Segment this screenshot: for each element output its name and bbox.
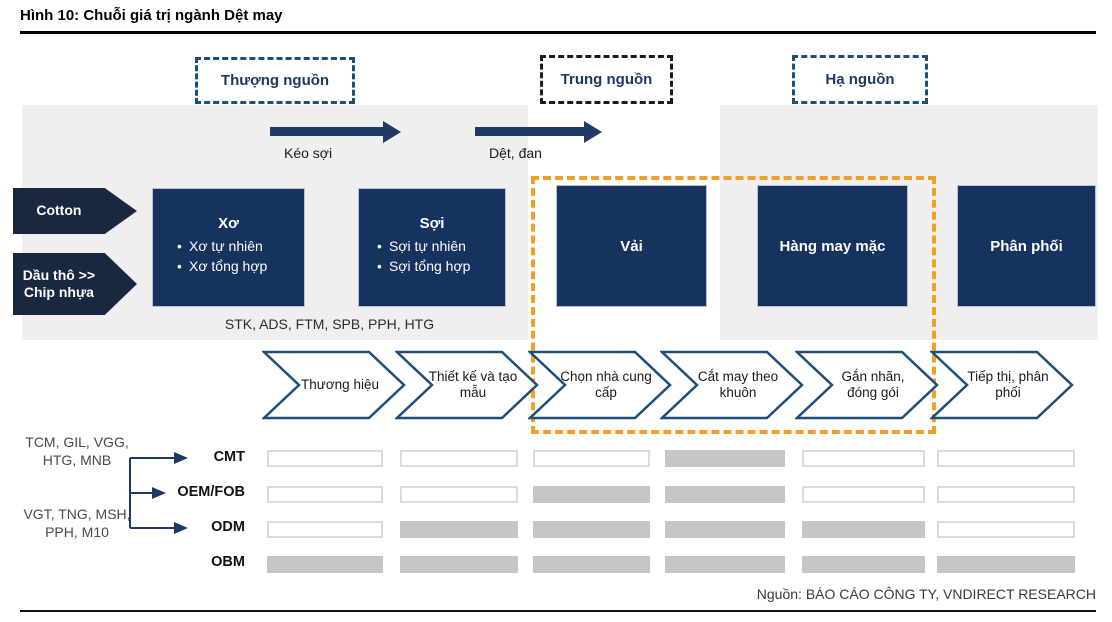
coverage-bar	[533, 556, 650, 573]
coverage-bar	[400, 450, 518, 467]
coverage-bar	[665, 486, 785, 503]
model-label-cmt: CMT	[213, 449, 245, 465]
stage-upstream: Thượng nguồn	[195, 57, 355, 104]
coverage-bar	[533, 486, 650, 503]
chevron-shape-icon	[930, 350, 1074, 420]
coverage-bar	[400, 486, 518, 503]
input-label: Cotton	[36, 202, 82, 219]
coverage-bar	[802, 486, 925, 503]
step-chevron: Cắt may theo khuôn	[660, 350, 805, 420]
model-label-odm: ODM	[211, 519, 245, 535]
step-chevron: Thương hiệu	[262, 350, 407, 420]
chevron-shape-icon	[795, 350, 939, 420]
chain-box-title: Sợi	[419, 215, 445, 232]
coverage-bar	[665, 556, 785, 573]
coverage-bar	[937, 450, 1075, 467]
step-label: Thiết kế và tạo mẫu	[428, 368, 518, 400]
model-label-oem-fob: OEM/FOB	[177, 484, 245, 500]
step-label: Chọn nhà cung cấp	[560, 368, 652, 400]
process-arrow-label: Dệt, đan	[489, 145, 542, 161]
coverage-bar	[400, 521, 518, 538]
chain-box-title: Vải	[620, 237, 643, 255]
chain-box-yarn: Sợi Sợi tự nhiên Sợi tổng hợp	[358, 188, 506, 307]
source-note: Nguồn: BÁO CÁO CÔNG TY, VNDIRECT RESEARC…	[756, 586, 1096, 602]
chain-box-fiber: Xơ Xơ tự nhiên Xơ tổng hợp	[152, 188, 305, 307]
step-chevron: Thiết kế và tạo mẫu	[395, 350, 540, 420]
coverage-bar	[267, 486, 383, 503]
coverage-bar	[937, 521, 1075, 538]
coverage-bar	[267, 450, 383, 467]
stage-midstream: Trung nguồn	[540, 55, 673, 104]
chevron-shape-icon	[262, 350, 406, 420]
chain-box-fabric: Vải	[556, 185, 707, 307]
coverage-bar	[937, 486, 1075, 503]
coverage-bar	[665, 450, 785, 467]
chain-box-distribution: Phân phối	[957, 185, 1096, 307]
step-label: Tiếp thị, phân phối	[967, 368, 1049, 400]
input-label-line2: Chip nhựa	[23, 284, 94, 300]
coverage-bar	[937, 556, 1075, 573]
coverage-bar	[533, 521, 650, 538]
upstream-tickers: STK, ADS, FTM, SPB, PPH, HTG	[224, 316, 435, 332]
chain-box-title: Xơ	[218, 215, 239, 232]
ticker-group-odm: VGT, TNG, MSH, PPH, M10	[23, 506, 131, 541]
chain-box-bullet: Xơ tự nhiên	[175, 236, 304, 257]
coverage-bar	[802, 450, 925, 467]
midstream-highlight-box	[531, 176, 936, 434]
stage-downstream: Hạ nguồn	[792, 55, 928, 104]
chain-box-bullet: Xơ tổng hợp	[175, 256, 304, 277]
chain-box-title: Phân phối	[990, 237, 1063, 255]
step-label: Gắn nhãn, đóng gói	[841, 368, 905, 400]
process-arrow-label: Kéo sợi	[284, 145, 333, 161]
step-label: Thương hiệu	[301, 376, 379, 392]
arrow-right-icon	[383, 121, 401, 143]
coverage-bar	[400, 556, 518, 573]
chevron-shape-icon	[660, 350, 804, 420]
chevron-shape-icon	[528, 350, 672, 420]
step-chevron: Gắn nhãn, đóng gói	[795, 350, 940, 420]
coverage-bar	[665, 521, 785, 538]
coverage-bar	[802, 556, 925, 573]
coverage-bar	[267, 521, 383, 538]
arrow-right-icon	[270, 127, 384, 136]
chain-box-bullet: Sợi tổng hợp	[375, 256, 505, 277]
input-label-line1: Dầu thô >>	[22, 266, 96, 283]
chain-box-bullet: Sợi tự nhiên	[375, 236, 505, 257]
step-chevron: Tiếp thị, phân phối	[930, 350, 1075, 420]
bottom-rule	[20, 610, 1096, 612]
coverage-bar	[802, 521, 925, 538]
arrow-right-icon	[475, 127, 585, 136]
chain-box-title: Hàng may mặc	[779, 237, 886, 255]
step-label: Cắt may theo khuôn	[697, 368, 779, 400]
title-rule	[20, 31, 1096, 34]
coverage-bar	[533, 450, 650, 467]
model-label-obm: OBM	[211, 554, 245, 570]
figure-title: Hình 10: Chuỗi giá trị ngành Dệt may	[20, 7, 283, 24]
chevron-shape-icon	[395, 350, 539, 420]
arrow-right-icon	[584, 121, 602, 143]
ticker-group-cmt: TCM, GIL, VGG, HTG, MNB	[25, 434, 129, 469]
step-chevron: Chọn nhà cung cấp	[528, 350, 673, 420]
coverage-bar	[267, 556, 383, 573]
branch-connector-icon	[129, 452, 188, 534]
chain-box-garment: Hàng may mặc	[757, 185, 908, 307]
